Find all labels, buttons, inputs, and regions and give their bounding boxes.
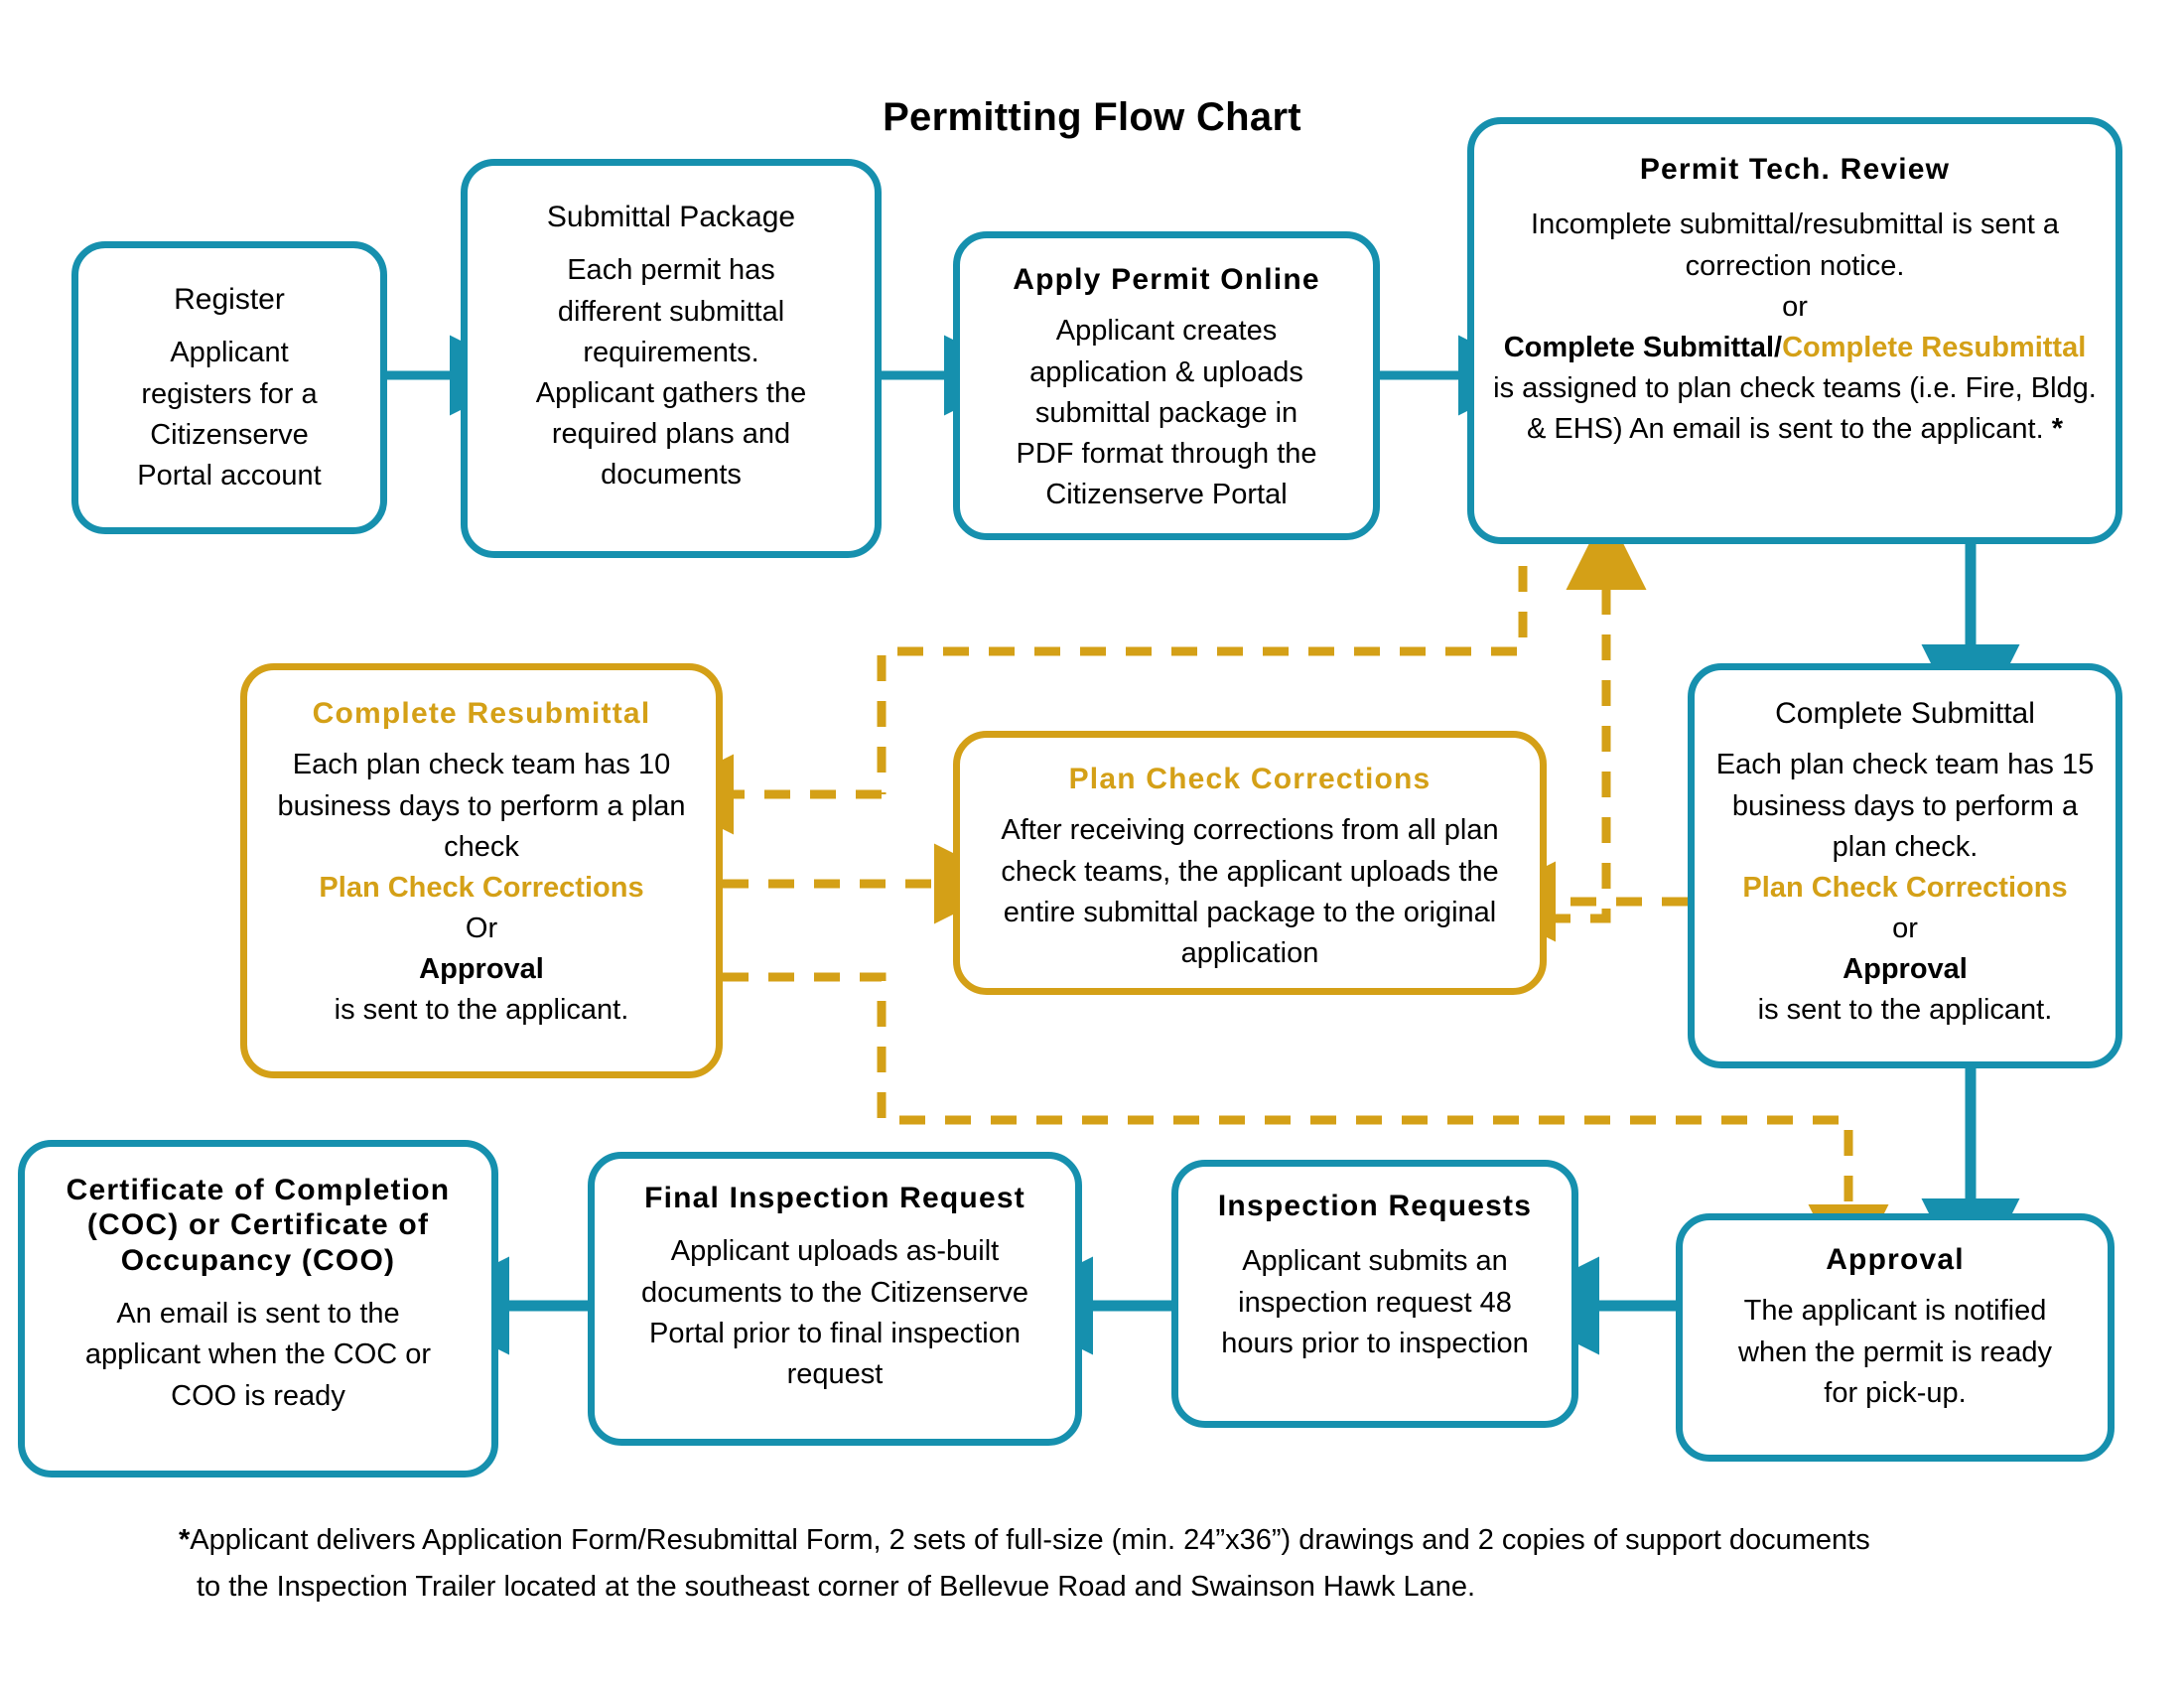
node-submittal-package-body-line: requirements.	[583, 336, 759, 368]
node-apply-permit-online-body-line: Applicant creates	[1055, 315, 1278, 348]
node-complete-resubmittal-heading: Complete Resubmittal	[312, 697, 651, 730]
edge-corrections-up-to-permittech	[1545, 509, 1647, 923]
footnote-asterisk: *	[179, 1524, 191, 1556]
node-plan-check-corrections[interactable]: Plan Check Corrections After receiving c…	[953, 731, 1547, 995]
node-certificate-body: An email is sent to the applicant when t…	[39, 1294, 478, 1417]
node-plan-check-corrections-body-line: After receiving corrections from all pla…	[1001, 814, 1499, 847]
node-complete-resubmittal-body-line: business days to perform a plan	[277, 789, 686, 822]
node-register-heading: Register	[174, 283, 285, 316]
footnote: *Applicant delivers Application Form/Res…	[179, 1517, 2065, 1611]
node-apply-permit-online-body-line: submittal package in	[1034, 396, 1298, 429]
node-final-inspection-request-body-line: Applicant uploads as-built	[670, 1235, 1000, 1268]
node-register-body-line: Citizenserve	[150, 418, 309, 451]
node-certificate-heading-line: Certificate of Completion	[66, 1174, 451, 1206]
node-approval-body-line: for pick-up.	[1824, 1376, 1967, 1409]
node-plan-check-corrections-body-line: application	[1180, 936, 1319, 969]
node-inspection-requests-heading: Inspection Requests	[1217, 1190, 1533, 1222]
node-plan-check-corrections-body: After receiving corrections from all pla…	[976, 810, 1524, 974]
node-complete-submittal[interactable]: Complete Submittal Each plan check team …	[1688, 663, 2122, 1068]
permit-tech-emphasis-line: Complete Submittal/Complete Resubmittal	[1490, 328, 2100, 368]
node-final-inspection-request-heading: Final Inspection Request	[644, 1182, 1025, 1214]
permit-tech-emph-separator: /	[1774, 331, 1783, 363]
node-final-inspection-request-body-line: Portal prior to final inspection	[649, 1317, 1021, 1349]
footnote-line-2: to the Inspection Trailer located at the…	[197, 1570, 1476, 1603]
node-final-inspection-request-body: Applicant uploads as-built documents to …	[609, 1231, 1061, 1395]
node-complete-resubmittal-option-or: Or	[465, 913, 498, 945]
node-complete-resubmittal-option-tail: is sent to the applicant.	[334, 994, 629, 1027]
node-complete-resubmittal-body: Each plan check team has 10 business day…	[259, 745, 704, 1031]
node-plan-check-corrections-body-line: check teams, the applicant uploads the	[1001, 855, 1499, 888]
node-complete-submittal-option-tail: is sent to the applicant.	[1757, 994, 2053, 1027]
node-complete-submittal-heading: Complete Submittal	[1775, 697, 2035, 730]
node-apply-permit-online-heading: Apply Permit Online	[1013, 263, 1320, 296]
page-title: Permitting Flow Chart	[883, 95, 1301, 139]
node-submittal-package-body-line: documents	[601, 459, 742, 492]
node-complete-submittal-option-or: or	[1892, 913, 1918, 945]
node-inspection-requests-body-line: Applicant submits an	[1242, 1245, 1508, 1278]
node-register-body-line: Applicant	[170, 337, 289, 369]
node-register[interactable]: Register Applicant registers for a Citiz…	[71, 241, 387, 534]
node-approval-body: The applicant is notified when the permi…	[1695, 1291, 2096, 1414]
node-apply-permit-online[interactable]: Apply Permit Online Applicant creates ap…	[953, 231, 1380, 540]
node-register-body-line: Portal account	[137, 459, 322, 492]
node-apply-permit-online-body-line: Citizenserve Portal	[1045, 479, 1288, 511]
node-apply-permit-online-body-line: application & uploads	[1029, 355, 1303, 388]
node-final-inspection-request[interactable]: Final Inspection Request Applicant uploa…	[588, 1152, 1082, 1446]
node-inspection-requests-body-line: inspection request 48	[1238, 1286, 1512, 1319]
node-complete-resubmittal[interactable]: Complete Resubmittal Each plan check tea…	[240, 663, 723, 1078]
node-approval[interactable]: Approval The applicant is notified when …	[1676, 1213, 2115, 1462]
node-approval-body-line: when the permit is ready	[1738, 1336, 2052, 1368]
node-inspection-requests-body: Applicant submits an inspection request …	[1190, 1241, 1560, 1364]
permit-tech-complete-resubmittal-emph: Complete Resubmittal	[1782, 331, 2087, 363]
node-complete-resubmittal-option-corrections: Plan Check Corrections	[319, 871, 644, 904]
permit-tech-line-6: & EHS) An email is sent to the applicant…	[1490, 409, 2100, 450]
node-register-body-line: registers for a	[141, 377, 318, 410]
node-complete-resubmittal-body-line: Each plan check team has 10	[292, 749, 671, 781]
node-certificate-body-line: applicant when the COC or	[84, 1338, 432, 1371]
node-certificate-of-completion[interactable]: Certificate of Completion (COC) or Certi…	[18, 1140, 498, 1477]
node-certificate-heading: Certificate of Completion (COC) or Certi…	[39, 1173, 478, 1278]
permit-tech-line-6-text: & EHS) An email is sent to the applicant…	[1526, 413, 2052, 446]
permit-tech-line-5: is assigned to plan check teams (i.e. Fi…	[1493, 372, 2097, 405]
node-apply-permit-online-body: Applicant creates application & uploads …	[978, 311, 1355, 515]
node-plan-check-corrections-body-line: entire submittal package to the original	[1003, 896, 1497, 928]
node-complete-submittal-body-line: plan check.	[1832, 830, 1979, 863]
node-inspection-requests[interactable]: Inspection Requests Applicant submits an…	[1171, 1160, 1578, 1428]
node-submittal-package-body-line: different submittal	[557, 295, 785, 328]
node-submittal-package-body: Each permit has different submittal requ…	[487, 250, 855, 495]
node-certificate-heading-line: Occupancy (COO)	[120, 1243, 396, 1277]
node-approval-body-line: The applicant is notified	[1743, 1295, 2047, 1328]
node-submittal-package[interactable]: Submittal Package Each permit has differ…	[461, 159, 882, 558]
node-submittal-package-body-line: required plans and	[551, 418, 791, 451]
node-submittal-package-body-line: Each permit has	[567, 254, 775, 287]
node-complete-resubmittal-option-approval: Approval	[419, 953, 544, 986]
node-permit-tech-review[interactable]: Permit Tech. Review Incomplete submittal…	[1467, 117, 2122, 544]
permit-tech-line-1: Incomplete submittal/resubmittal is sent…	[1531, 209, 2059, 241]
footnote-star-marker: *	[2051, 413, 2063, 446]
node-permit-tech-review-heading: Permit Tech. Review	[1639, 153, 1951, 186]
node-complete-submittal-body-line: Each plan check team has 15	[1715, 749, 2095, 781]
node-register-body: Applicant registers for a Citizenserve P…	[98, 333, 360, 496]
node-approval-heading: Approval	[1826, 1243, 1965, 1276]
node-permit-tech-review-body: Incomplete submittal/resubmittal is sent…	[1490, 205, 2100, 450]
node-final-inspection-request-body-line: documents to the Citizenserve	[640, 1276, 1029, 1309]
node-complete-submittal-body-line: business days to perform a	[1731, 789, 2079, 822]
node-submittal-package-body-line: Applicant gathers the	[535, 376, 807, 409]
node-certificate-body-line: COO is ready	[171, 1379, 345, 1412]
permit-tech-line-2: correction notice.	[1685, 249, 1905, 282]
node-certificate-heading-line: (COC) or Certificate of	[86, 1208, 430, 1242]
node-final-inspection-request-body-line: request	[786, 1357, 884, 1390]
node-apply-permit-online-body-line: PDF format through the	[1016, 437, 1317, 470]
node-plan-check-corrections-heading: Plan Check Corrections	[1068, 763, 1432, 795]
permit-tech-complete-submittal-emph: Complete Submittal	[1503, 331, 1775, 363]
node-submittal-package-heading: Submittal Package	[546, 201, 796, 233]
node-complete-submittal-option-corrections: Plan Check Corrections	[1742, 871, 2068, 904]
footnote-line-1: Applicant delivers Application Form/Resu…	[190, 1524, 1870, 1556]
node-complete-submittal-body: Each plan check team has 15 business day…	[1706, 745, 2104, 1031]
node-inspection-requests-body-line: hours prior to inspection	[1221, 1327, 1529, 1359]
node-certificate-body-line: An email is sent to the	[116, 1298, 400, 1331]
node-complete-submittal-option-approval: Approval	[1843, 953, 1968, 986]
node-complete-resubmittal-body-line: check	[444, 830, 519, 863]
permit-tech-line-3: or	[1782, 290, 1808, 323]
